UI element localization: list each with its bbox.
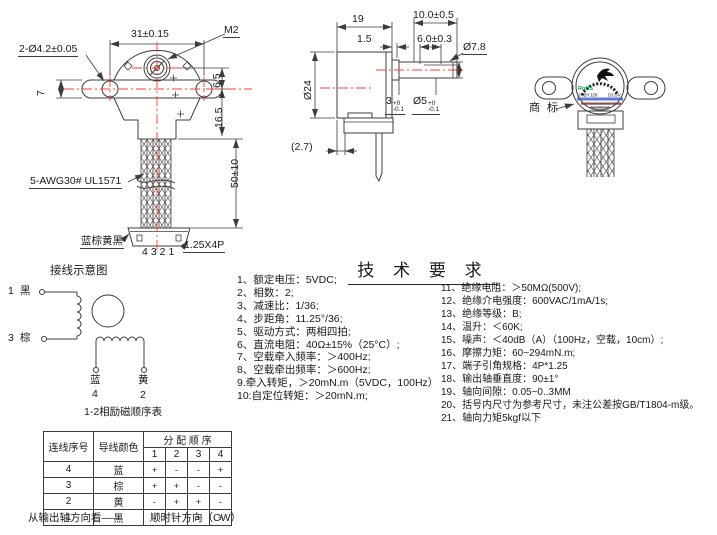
tech-item: 7、空载牵入频率：＞400Hz; — [237, 351, 371, 364]
col-header-wire-no: 连线序号 — [43, 431, 94, 462]
tech-item: 21、轴向力矩5kgf以下 — [441, 413, 542, 424]
terminal-3-number: 3 — [8, 332, 14, 344]
connector-type-label: 1.25X4P — [183, 239, 226, 253]
tech-item: 11、绝缘电阻：＞50MΩ(500V); — [441, 283, 582, 294]
wiring-diagram-title: 接线示意图 — [50, 265, 108, 277]
step-header: 3 — [187, 447, 210, 462]
dim-m2-thread: M2 — [223, 24, 240, 38]
trademark-label: 商 标 — [529, 102, 561, 114]
dim-plate-height: 7 — [35, 90, 47, 96]
side-view-centerlines — [320, 69, 464, 89]
brand-logo-bird — [597, 68, 614, 82]
side-view-body — [336, 51, 458, 183]
wiring-schematic-lines — [39, 289, 147, 373]
tech-item: 17、端子引角规格：4P*1.25 — [441, 361, 568, 372]
tech-item: 13、绝缘等级：B; — [441, 309, 522, 320]
tech-item: 1、额定电压：5VDC; — [237, 274, 337, 286]
terminal-1-color: 黑 — [20, 285, 31, 297]
step-header: 2 — [165, 447, 188, 462]
terminal-2-color: 黄 — [138, 374, 149, 386]
dim-flange-offset: (2.7) — [291, 141, 313, 153]
tech-item: 19、轴向间隙：0.05~0..3MM — [441, 387, 571, 398]
label-url-line — [577, 97, 623, 101]
dim-shaft-offset: 6.5 — [211, 73, 223, 88]
dim-hole-span: 31±0.15 — [131, 28, 169, 40]
dim-body-length: 19 — [352, 13, 364, 25]
dim-body-lower: 16.5 — [213, 107, 225, 128]
tech-item: 4、步距角：11.25°/36; — [237, 312, 343, 325]
tech-item: 5、驱动方式：两相四拍; — [237, 325, 351, 338]
terminal-1-number: 1 — [8, 285, 14, 297]
step-header: 1 — [143, 447, 166, 462]
dim-bushing-length: 1.5 — [357, 33, 372, 45]
side-view-dimension-lines — [310, 18, 464, 155]
terminal-3-color: 棕 — [20, 332, 31, 344]
label-phone-line — [581, 102, 621, 105]
dim-wire-length: 50±10 — [229, 158, 241, 188]
front-view-body — [81, 49, 223, 247]
tech-item: 3、减速比：1/36; — [237, 299, 319, 312]
terminal-4-color: 蓝 — [90, 374, 101, 386]
tech-item: 8、空载牵出频率：＞600Hz; — [237, 364, 371, 377]
tech-requirements-right-column: 11、绝缘电阻：＞50MΩ(500V); 12、绝缘介电强度：600VAC/1m… — [441, 282, 699, 425]
step-header: 4 — [209, 447, 232, 462]
wire-spec-label: 5-AWG30# UL1571 — [29, 175, 123, 189]
terminal-2-number: 2 — [140, 389, 146, 401]
tech-requirements-left-column: 1、额定电压：5VDC; 2、相数：2; 3、减速比：1/36; 4、步距角：1… — [237, 274, 438, 403]
tech-item: 12、绝缘介电强度：600VAC/1mA/1s; — [441, 296, 609, 307]
dim-shaft-step: 6.0±0.3 — [417, 33, 452, 45]
back-view-label: RoHS 24BYJ28 DC5V — [555, 68, 623, 110]
tech-item: 10:自定位转矩：＞20mN.m; — [237, 390, 368, 403]
dim-shaft-length: 10.0±0.5 — [413, 9, 454, 21]
excitation-table-caption: 1-2相励磁顺序表 — [84, 406, 163, 418]
tech-item: 18、输出轴垂直度：90±1° — [441, 374, 559, 385]
tech-item: 6、直流电阻：40Ω±15%（25°C）; — [237, 338, 400, 351]
tech-item: 16、摩擦力矩：60~294mN.m; — [441, 348, 576, 359]
back-view-body — [534, 57, 666, 177]
connector-pin-numbers: 4321 — [142, 246, 178, 258]
tech-item: 2、相数：2; — [237, 286, 294, 299]
dim-mounting-holes: 2-Ø4.2±0.05 — [18, 43, 79, 57]
label-bottom-line — [590, 106, 610, 109]
rotation-direction-note: 顺时针方向（CW） — [150, 512, 241, 524]
label-arc-company-text — [580, 82, 620, 96]
motor-model: 24BYJ28 — [578, 93, 598, 99]
view-direction-note: 从输出轴方向看—— — [28, 512, 123, 524]
front-view-centerlines — [64, 42, 252, 250]
tech-item: 14、温升：＜60K; — [441, 322, 523, 333]
dim-shaft-diameter: Ø5+0-0.1 — [412, 95, 441, 115]
tech-item: 20、括号内尺寸为参考尺寸，未注公差按GB/T1804-m级。 — [441, 400, 700, 411]
dim-body-diameter: Ø24 — [302, 80, 314, 100]
motor-voltage: DC5V — [608, 93, 622, 99]
col-header-sequence: 分 配 顺 序 — [143, 431, 232, 448]
tech-item: 15、噪声：＜40dB（A）（100Hz，空载，10cm）; — [441, 335, 664, 346]
dim-bushing-diameter: Ø7.8 — [462, 41, 487, 55]
tech-item: 9.牵入转矩，＞20mN.m（5VDC，100Hz） — [237, 377, 439, 390]
col-header-wire-color: 导线颜色 — [93, 431, 144, 462]
tech-requirements-title: 技 术 要 求 — [348, 256, 498, 285]
dim-shaft-flat: 3+0-0.1 — [385, 95, 406, 115]
wire-colors-label: 蓝棕黄黑 — [80, 235, 124, 249]
terminal-4-number: 4 — [92, 388, 98, 400]
rohs-mark: RoHS — [578, 86, 593, 92]
